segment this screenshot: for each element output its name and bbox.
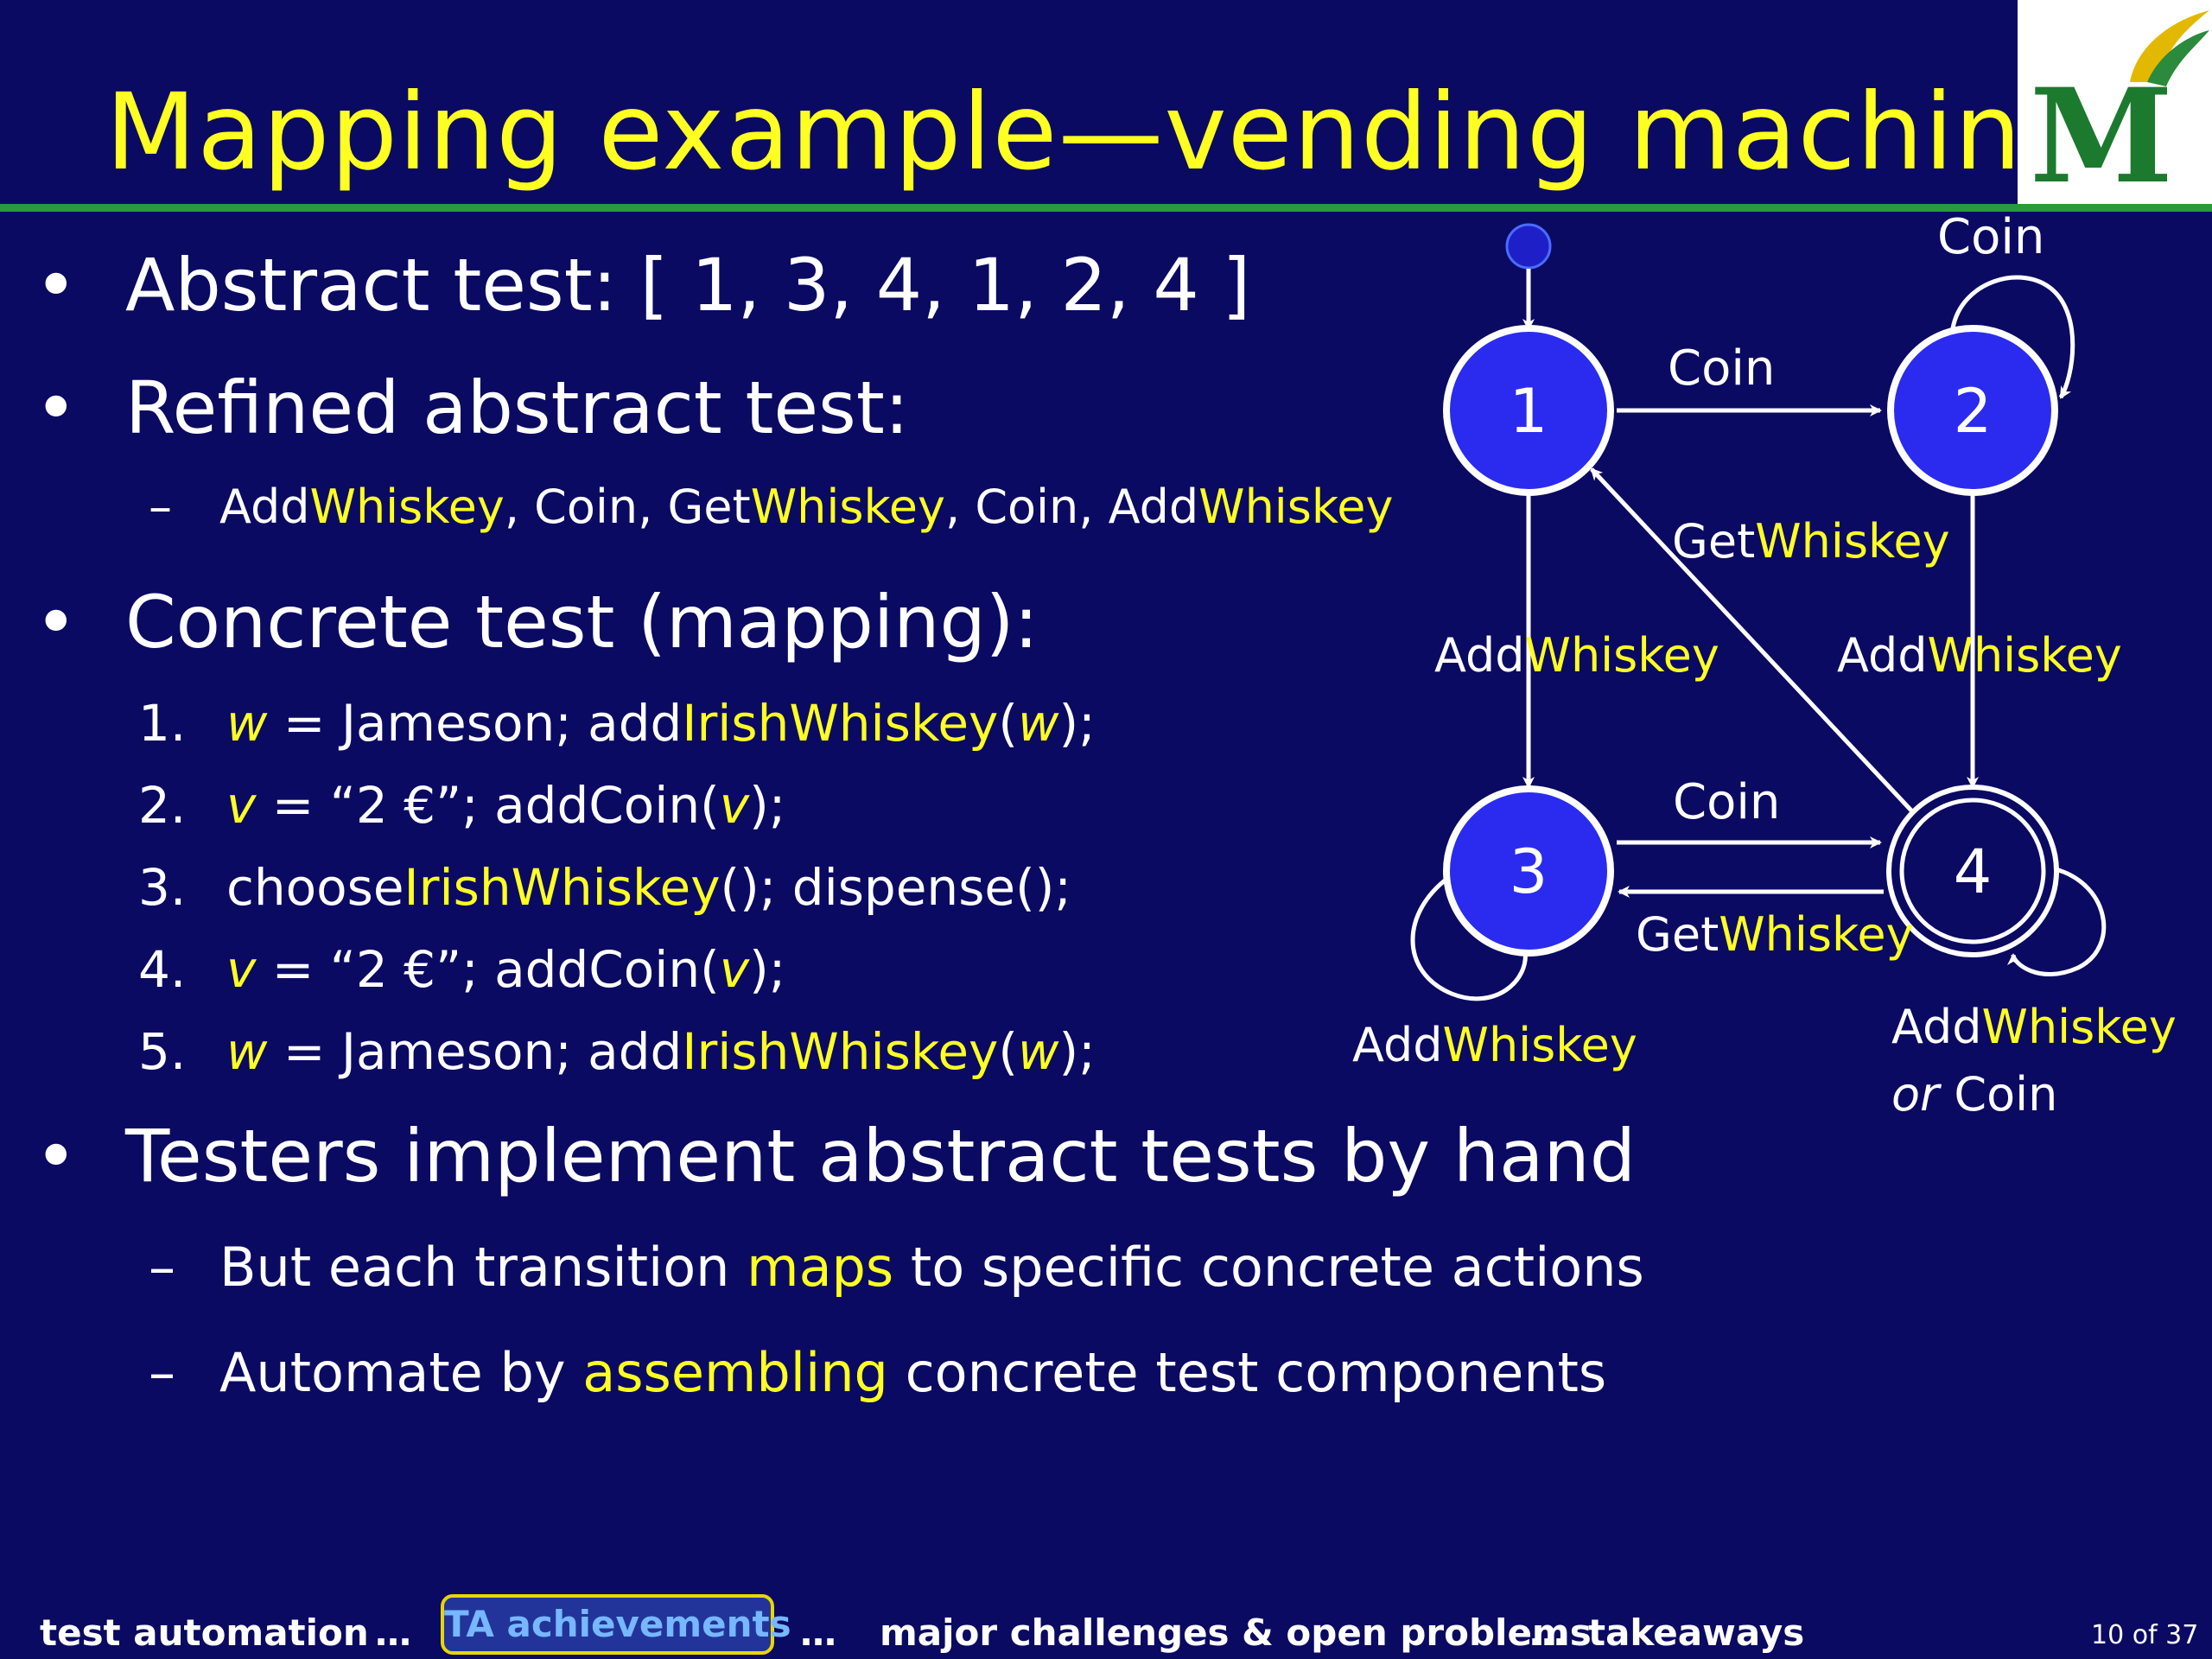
footer-nav: test automation … TA achievements … majo…: [0, 1594, 2212, 1659]
nav-ellipsis: …: [800, 1611, 836, 1654]
label-or-coin-loop-4: or Coin: [1891, 1067, 2057, 1122]
label-addwhiskey-loop-4: AddWhiskey: [1891, 1000, 2177, 1054]
page-number: 10 of 37: [2091, 1620, 2199, 1650]
svg-text:1: 1: [1510, 376, 1548, 447]
nav-ellipsis: …: [375, 1611, 411, 1654]
nav-ellipsis: …: [1529, 1611, 1566, 1654]
university-logo-m-icon: M: [2018, 0, 2212, 213]
label-addwhiskey-2-4: AddWhiskey: [1837, 628, 2122, 683]
label-getwhiskey-4-1: GetWhiskey: [1672, 514, 1950, 569]
label-addwhiskey-1-3: AddWhiskey: [1434, 628, 1719, 683]
initial-state-dot: [1505, 223, 1552, 270]
bullet-text: Concrete test (mapping):: [125, 580, 1039, 664]
bullet-text: Abstract test: [ 1, 3, 4, 1, 2, 4 ]: [125, 243, 1251, 327]
bullet-text: Testers implement abstract tests by hand: [125, 1114, 1637, 1198]
svg-text:4: 4: [1954, 836, 1993, 907]
state-1: 1: [1443, 325, 1614, 496]
sub-dash: –: [149, 1341, 175, 1404]
title-divider: [0, 204, 2212, 212]
label-addwhiskey-loop-3: AddWhiskey: [1352, 1018, 1637, 1072]
svg-text:2: 2: [1954, 376, 1993, 447]
state-machine-diagram: 1 2 3 4 Coin Coin Coin GetWhiskey GetWhi…: [1352, 212, 2177, 1122]
label-coin-3-4: Coin: [1673, 774, 1780, 830]
bullet-dot: •: [35, 1114, 78, 1198]
page-title: Mapping example—vending machine: [105, 71, 2088, 194]
edge-4-to-1: [1590, 467, 1913, 812]
refined-sequence-text: AddWhiskey, Coin, GetWhiskey, Coin, AddW…: [219, 480, 1394, 534]
label-coin-1-2: Coin: [1668, 340, 1775, 397]
self-loop-2: [1950, 275, 2075, 399]
self-loop-4: [2007, 866, 2107, 976]
bullet-dot: •: [35, 365, 78, 450]
self-loop-3: [1410, 873, 1528, 1001]
bullet-dot: •: [35, 243, 78, 327]
bullet-dot: •: [35, 580, 78, 664]
nav-takeaways[interactable]: takeaways: [1588, 1611, 1805, 1654]
state-2: 2: [1887, 325, 2058, 496]
nav-major-challenges[interactable]: major challenges & open problems: [880, 1611, 1592, 1654]
nav-test-automation[interactable]: test automation: [40, 1611, 369, 1654]
svg-text:M: M: [2030, 60, 2173, 204]
svg-text:3: 3: [1510, 836, 1548, 907]
sub-dash: –: [149, 480, 172, 534]
bullet-text: Refined abstract test:: [125, 365, 910, 450]
sub-dash: –: [149, 1236, 175, 1299]
label-getwhiskey-4-3: GetWhiskey: [1636, 907, 1914, 962]
label-coin-loop-2: Coin: [1937, 212, 2044, 265]
nav-ta-achievements[interactable]: TA achievements: [441, 1594, 791, 1655]
state-4-final: 4: [1886, 785, 2059, 957]
state-3: 3: [1443, 785, 1614, 957]
